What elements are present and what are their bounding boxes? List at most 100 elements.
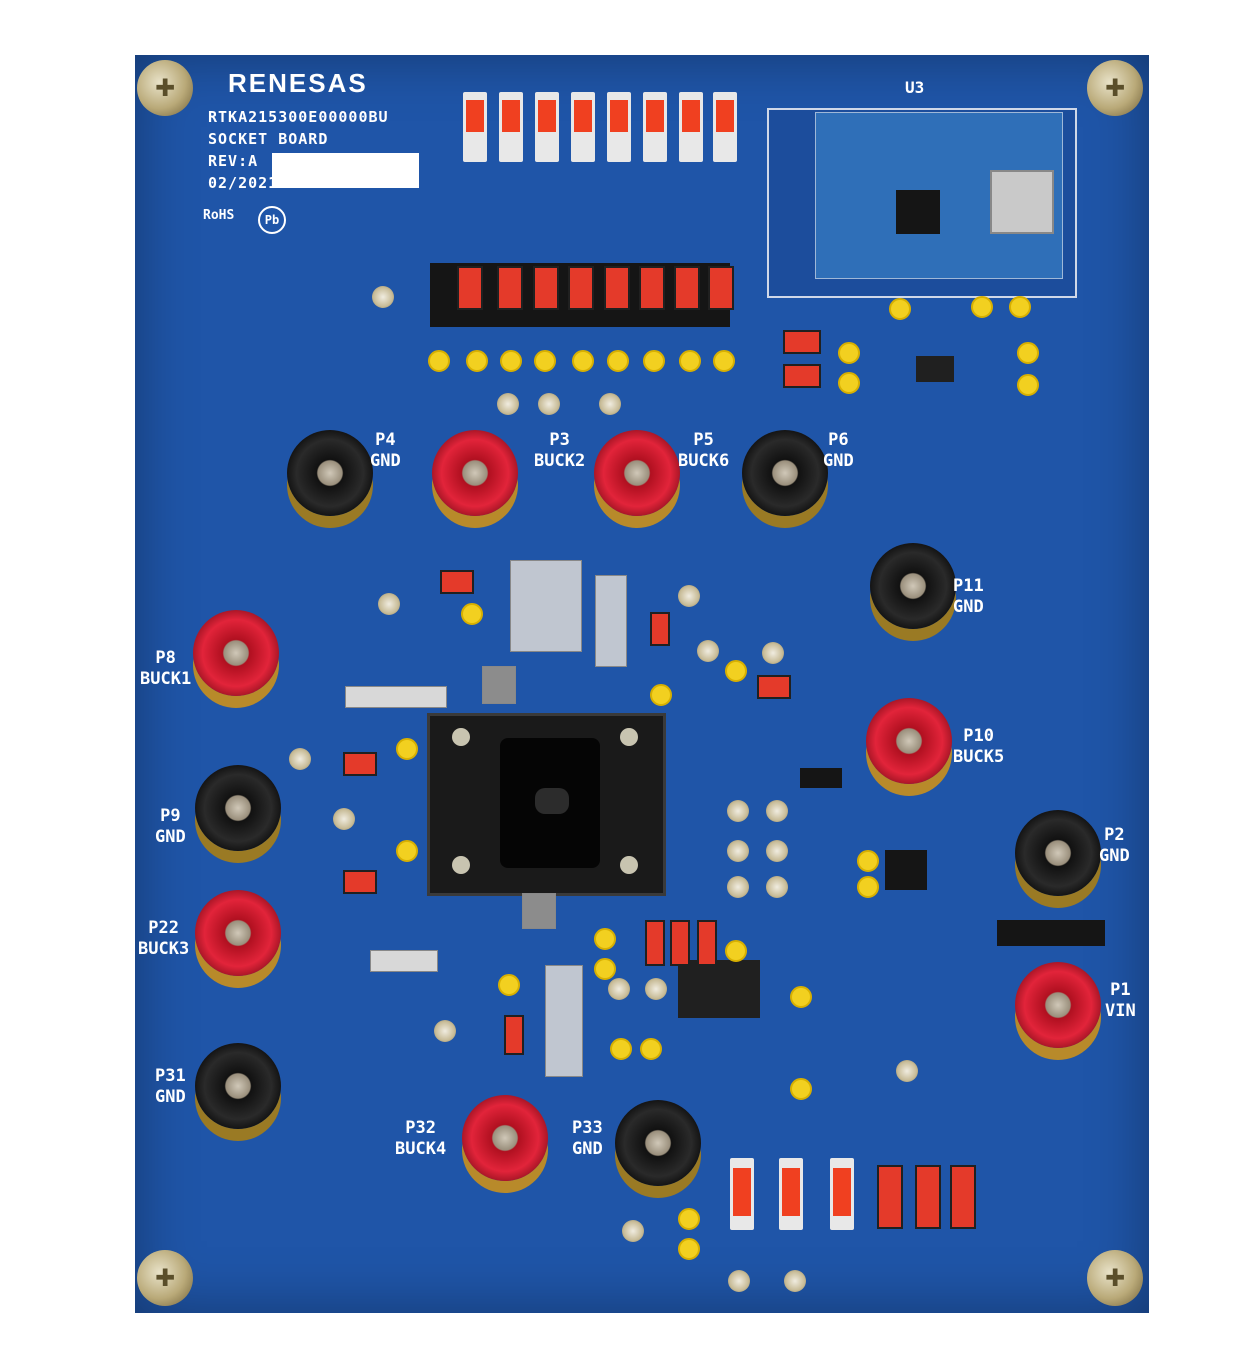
slide-switch-2[interactable] xyxy=(779,1158,803,1230)
socket-latch[interactable] xyxy=(535,788,569,814)
jumper-4[interactable] xyxy=(568,266,594,310)
jumper[interactable] xyxy=(697,920,717,966)
test-point[interactable] xyxy=(790,1078,812,1100)
binding-post-p4[interactable] xyxy=(287,430,373,516)
test-point[interactable] xyxy=(838,342,860,364)
test-point[interactable] xyxy=(678,1238,700,1260)
slide-switch-3[interactable] xyxy=(830,1158,854,1230)
test-point[interactable] xyxy=(643,350,665,372)
dip-switch-4[interactable] xyxy=(571,92,595,162)
test-point[interactable] xyxy=(428,350,450,372)
test-point[interactable] xyxy=(396,738,418,760)
binding-post-p31[interactable] xyxy=(195,1043,281,1129)
binding-post-p9[interactable] xyxy=(195,765,281,851)
gnd-test-point[interactable] xyxy=(784,1270,806,1292)
test-point[interactable] xyxy=(500,350,522,372)
dip-switch-3[interactable] xyxy=(535,92,559,162)
test-point[interactable] xyxy=(610,1038,632,1060)
gnd-test-point[interactable] xyxy=(728,1270,750,1292)
jumper-3[interactable] xyxy=(533,266,559,310)
binding-post-p3[interactable] xyxy=(432,430,518,516)
jumper[interactable] xyxy=(757,675,791,699)
binding-post-p1[interactable] xyxy=(1015,962,1101,1048)
binding-post-p33[interactable] xyxy=(615,1100,701,1186)
test-point[interactable] xyxy=(678,1208,700,1230)
dip-switch-1[interactable] xyxy=(463,92,487,162)
gnd-test-point[interactable] xyxy=(766,800,788,822)
test-point[interactable] xyxy=(640,1038,662,1060)
test-point[interactable] xyxy=(534,350,556,372)
gnd-test-point[interactable] xyxy=(697,640,719,662)
i2c-jumper-1[interactable] xyxy=(783,330,821,354)
test-point[interactable] xyxy=(713,350,735,372)
usb-connector[interactable] xyxy=(990,170,1054,234)
test-point[interactable] xyxy=(838,372,860,394)
ic-test-socket[interactable] xyxy=(427,713,666,896)
test-point[interactable] xyxy=(889,298,911,320)
gnd-test-point[interactable] xyxy=(645,978,667,1000)
gnd-test-point[interactable] xyxy=(599,393,621,415)
test-point[interactable] xyxy=(1017,342,1039,364)
gnd-test-point[interactable] xyxy=(766,840,788,862)
test-point[interactable] xyxy=(594,928,616,950)
jumper[interactable] xyxy=(915,1165,941,1229)
jumper[interactable] xyxy=(343,752,377,776)
test-point[interactable] xyxy=(725,940,747,962)
test-point[interactable] xyxy=(857,850,879,872)
test-point[interactable] xyxy=(461,603,483,625)
binding-post-p6[interactable] xyxy=(742,430,828,516)
dip-switch-2[interactable] xyxy=(499,92,523,162)
i2c-jumper-2[interactable] xyxy=(783,364,821,388)
gnd-test-point[interactable] xyxy=(622,1220,644,1242)
test-point[interactable] xyxy=(594,958,616,980)
dip-switch-7[interactable] xyxy=(679,92,703,162)
dip-switch-6[interactable] xyxy=(643,92,667,162)
test-point[interactable] xyxy=(396,840,418,862)
binding-post-p32[interactable] xyxy=(462,1095,548,1181)
test-point[interactable] xyxy=(466,350,488,372)
gnd-test-point[interactable] xyxy=(372,286,394,308)
gnd-test-point[interactable] xyxy=(762,642,784,664)
test-point[interactable] xyxy=(971,296,993,318)
gnd-test-point[interactable] xyxy=(727,800,749,822)
gnd-test-point[interactable] xyxy=(727,840,749,862)
gnd-test-point[interactable] xyxy=(497,393,519,415)
test-point[interactable] xyxy=(790,986,812,1008)
test-point[interactable] xyxy=(650,684,672,706)
binding-post-p11[interactable] xyxy=(870,543,956,629)
jumper[interactable] xyxy=(670,920,690,966)
jumper[interactable] xyxy=(440,570,474,594)
binding-post-p2[interactable] xyxy=(1015,810,1101,896)
jumper-5[interactable] xyxy=(604,266,630,310)
test-point[interactable] xyxy=(607,350,629,372)
test-point[interactable] xyxy=(1009,296,1031,318)
test-point[interactable] xyxy=(679,350,701,372)
test-point[interactable] xyxy=(1017,374,1039,396)
test-point[interactable] xyxy=(498,974,520,996)
jumper[interactable] xyxy=(650,612,670,646)
dip-switch-5[interactable] xyxy=(607,92,631,162)
jumper-8[interactable] xyxy=(708,266,734,310)
gnd-test-point[interactable] xyxy=(766,876,788,898)
binding-post-p5[interactable] xyxy=(594,430,680,516)
jumper-1[interactable] xyxy=(457,266,483,310)
test-point[interactable] xyxy=(572,350,594,372)
jumper[interactable] xyxy=(343,870,377,894)
jumper[interactable] xyxy=(645,920,665,966)
test-point[interactable] xyxy=(725,660,747,682)
binding-post-p8[interactable] xyxy=(193,610,279,696)
gnd-test-point[interactable] xyxy=(608,978,630,1000)
gnd-test-point[interactable] xyxy=(727,876,749,898)
jumper-6[interactable] xyxy=(639,266,665,310)
gnd-test-point[interactable] xyxy=(333,808,355,830)
binding-post-p22[interactable] xyxy=(195,890,281,976)
gnd-test-point[interactable] xyxy=(538,393,560,415)
binding-post-p10[interactable] xyxy=(866,698,952,784)
dip-switch-8[interactable] xyxy=(713,92,737,162)
gnd-test-point[interactable] xyxy=(434,1020,456,1042)
slide-switch-1[interactable] xyxy=(730,1158,754,1230)
gnd-test-point[interactable] xyxy=(378,593,400,615)
jumper[interactable] xyxy=(877,1165,903,1229)
test-point[interactable] xyxy=(857,876,879,898)
jumper-2[interactable] xyxy=(497,266,523,310)
